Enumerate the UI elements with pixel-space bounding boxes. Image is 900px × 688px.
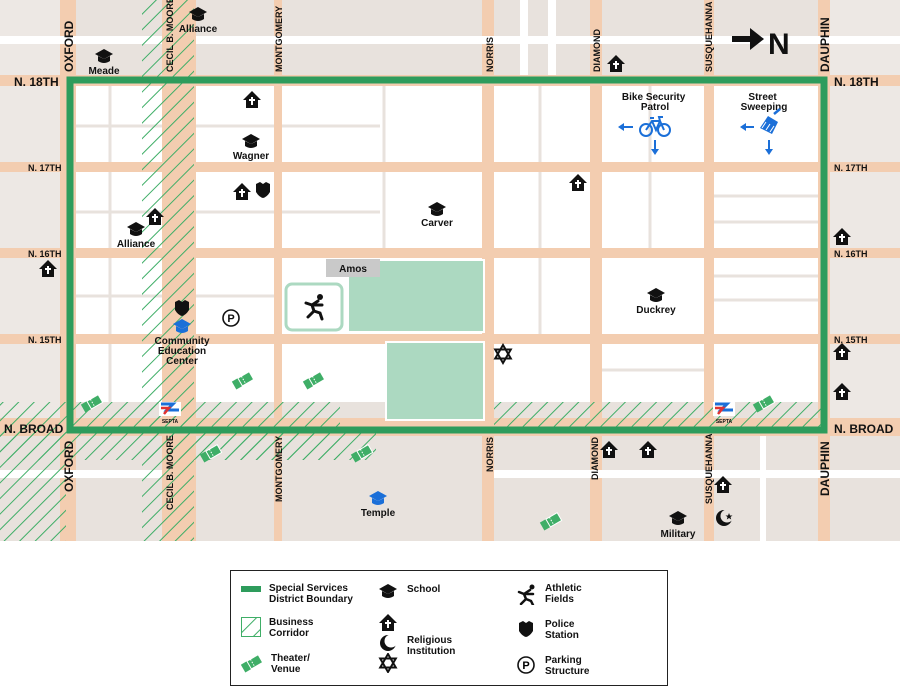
street-label-n17th-right: N. 17TH	[834, 163, 868, 173]
amos-label: Amos	[339, 264, 367, 275]
boundary-swatch	[241, 586, 261, 592]
street-label-nbroad-right: N. BROAD	[834, 422, 894, 436]
community-line: Center	[166, 356, 198, 367]
legend-police: Police Station	[515, 619, 579, 642]
school-label-military: Military	[660, 529, 695, 540]
parking-icon: P	[222, 309, 240, 327]
broom-icon	[760, 108, 781, 134]
street-label-nbroad-left: N. BROAD	[4, 422, 64, 436]
street-label-dauphin-bottom: DAUPHIN	[818, 441, 832, 496]
street-label-norris-bottom: NORRIS	[485, 437, 495, 472]
theater-icon	[240, 653, 264, 676]
legend-theater: Theater/ Venue	[240, 653, 310, 676]
street-label-n15th-left: N. 15TH	[28, 335, 62, 345]
school-label-temple: Temple	[361, 508, 396, 519]
school-icon-blue	[173, 319, 191, 333]
religious-icons	[377, 613, 399, 673]
school-label-carver: Carver	[421, 218, 453, 229]
street-label-diamond-bottom: DIAMOND	[590, 437, 600, 480]
north-label: N	[768, 28, 790, 61]
septa-icon	[157, 400, 183, 418]
school-label-alliance-top: Alliance	[179, 24, 218, 35]
street-label-cecil-bottom: CECIL B. MOORE	[165, 435, 175, 510]
map-legend: Special Services District Boundary Busin…	[230, 570, 668, 686]
legend-athletic: Athletic Fields	[515, 583, 582, 608]
district-map: Amos N. 18TH N. 18TH N. 17TH N. 17TH N. …	[0, 0, 900, 541]
bike-line-2: Patrol	[641, 102, 670, 113]
business-corridors	[0, 0, 824, 541]
legend-school-label: School	[407, 584, 441, 595]
outer-streets	[0, 0, 900, 541]
legend-corridor-label: Business Corridor	[269, 617, 314, 639]
legend-religious: Religious Institution	[377, 613, 455, 673]
legend-corridor: Business Corridor	[241, 617, 313, 640]
street-label-dauphin-top: DAUPHIN	[818, 17, 832, 72]
arrow-down-icon	[651, 140, 659, 155]
street-label-oxford-bottom: OXFORD	[62, 440, 76, 492]
septa-icon	[711, 400, 737, 418]
street-label-susquehanna-top: SUSQUEHANNA	[704, 1, 714, 72]
crescent-icon	[716, 509, 734, 526]
arrow-down-icon	[765, 140, 773, 155]
legend-parking-label: Parking Structure	[545, 655, 590, 677]
septa-label: SEPTA	[716, 419, 733, 425]
star-of-david-icon	[378, 653, 398, 673]
school-label-duckrey: Duckrey	[636, 305, 676, 316]
street-label-montgomery-bottom: MONTGOMERY	[274, 436, 284, 502]
street-label-diamond-top: DIAMOND	[592, 29, 602, 72]
legend-police-label: Police Station	[545, 619, 579, 641]
arrow-left-icon	[740, 123, 754, 131]
school-label-meade: Meade	[88, 66, 120, 77]
community-line: Education	[158, 346, 206, 357]
bike-patrol-label: Bike Security Patrol	[622, 92, 688, 113]
sweep-line-2: Sweeping	[741, 102, 788, 113]
sweep-line-1: Street	[748, 92, 777, 103]
community-line: Community	[155, 336, 210, 347]
school-label-wagner: Wagner	[233, 151, 269, 162]
parking-icon: P	[515, 655, 537, 678]
street-label-n15th-right: N. 15TH	[834, 335, 868, 345]
street-label-cecil-top: CECIL B. MOORE	[165, 0, 175, 72]
legend-athletic-label: Athletic Fields	[545, 583, 582, 605]
bike-line-1: Bike Security	[622, 92, 686, 103]
svg-text:P: P	[227, 313, 234, 325]
street-label-n16th-left: N. 16TH	[28, 249, 62, 259]
svg-text:P: P	[522, 660, 529, 672]
school-icon	[377, 581, 399, 604]
minor-streets	[76, 86, 818, 402]
legend-theater-label: Theater/ Venue	[271, 653, 310, 675]
corridor-swatch	[241, 617, 261, 640]
school-label-alliance-left: Alliance	[117, 239, 156, 250]
school-icon-blue	[369, 491, 387, 505]
arrow-left-icon	[618, 123, 633, 131]
star-of-david-icon	[493, 343, 513, 365]
legend-boundary: Special Services District Boundary	[241, 583, 353, 605]
street-label-n17th-left: N. 17TH	[28, 163, 62, 173]
street-label-norris-top: NORRIS	[485, 37, 495, 72]
crescent-icon	[380, 634, 398, 651]
special-services-district-boundary	[66, 76, 828, 434]
street-labels: N. 18TH N. 18TH N. 17TH N. 17TH N. 16TH …	[4, 0, 894, 510]
runner-icon	[515, 583, 537, 608]
street-label-n18th-left: N. 18TH	[14, 75, 59, 89]
bike-icon	[639, 116, 671, 137]
athletic-field-south	[385, 341, 485, 421]
legend-school: School	[377, 581, 440, 604]
septa-label: SEPTA	[162, 419, 179, 425]
legend-parking: P Parking Structure	[515, 655, 589, 678]
amos-label-box	[326, 259, 380, 277]
police-icon	[515, 619, 537, 642]
legend-boundary-label: Special Services District Boundary	[269, 583, 353, 605]
street-label-montgomery-top: MONTGOMERY	[274, 6, 284, 72]
street-label-n18th-right: N. 18TH	[834, 75, 879, 89]
street-label-n16th-right: N. 16TH	[834, 249, 868, 259]
church-icon	[379, 614, 397, 631]
north-arrow-icon	[732, 28, 764, 50]
sweeping-label: Street Sweeping	[741, 92, 788, 113]
street-label-susquehanna-bottom: SUSQUEHANNA	[704, 433, 714, 504]
legend-religious-label: Religious Institution	[407, 635, 456, 657]
runner-icon	[304, 294, 324, 321]
street-label-oxford-top: OXFORD	[62, 20, 76, 72]
